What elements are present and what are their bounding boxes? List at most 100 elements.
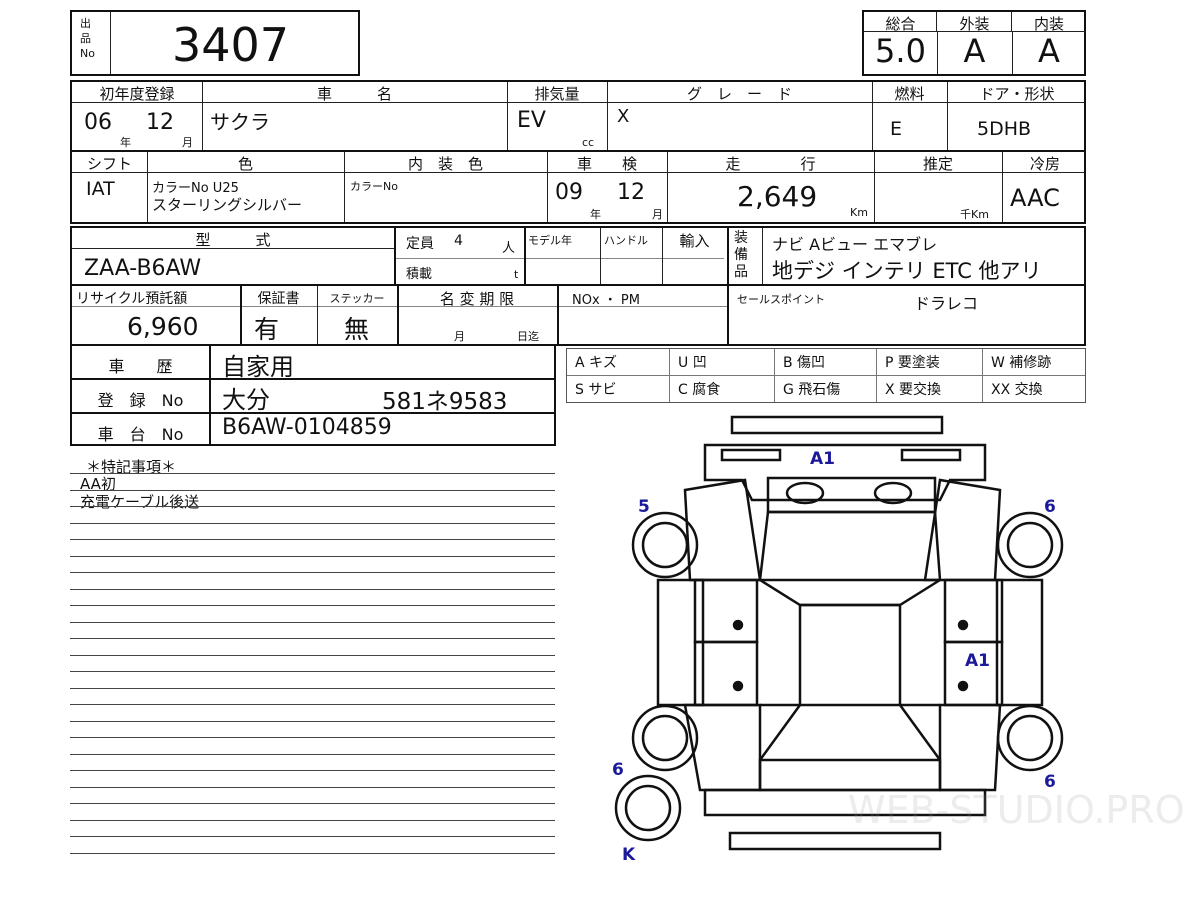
damage-mark: K <box>622 845 636 865</box>
legend-item: W 補修跡 <box>983 349 1085 376</box>
lot-number: 3407 <box>172 18 290 72</box>
history: 自家用 <box>222 353 294 381</box>
note-rule <box>70 621 555 623</box>
rear-door-left <box>693 640 759 707</box>
inspection-label: 車 検 <box>576 155 637 173</box>
headlight-left <box>720 448 782 462</box>
model-label: 型 式 <box>195 231 271 249</box>
quarter-right <box>938 703 1002 792</box>
row-recycle: リサイクル預託額 6,960 保証書 有 ステッカー 無 名 変 期 限 月 日… <box>70 286 1086 346</box>
legend-item: U 凹 <box>670 349 775 376</box>
score-box: 総合 外装 内装 5.0 A A <box>862 10 1086 76</box>
capacity-label: 定員 <box>406 236 434 252</box>
rear-gate <box>758 758 942 792</box>
reg-no: 581ネ9583 <box>382 389 508 415</box>
row-model: 型 式 ZAA-B6AW 定員 4 人 積載 t モデル年 ハンドル 輸入 装備… <box>70 226 1086 286</box>
thousand-km-unit: 千Km <box>960 208 989 221</box>
ac-label: 冷房 <box>1029 155 1060 173</box>
note-line: AA初 <box>80 475 116 493</box>
lot-label: 出品No <box>80 17 95 60</box>
legend-item: X 要交換 <box>877 376 983 402</box>
interior-color-label: 内 装 色 <box>407 155 483 173</box>
note-rule <box>70 753 555 755</box>
inspection-month: 12 <box>617 180 645 205</box>
exterior-label: 外装 <box>959 15 990 33</box>
watermark: WEB-STUDIO.PRO <box>848 788 1185 832</box>
reg-area: 大分 <box>222 386 270 414</box>
damage-mark: 6 <box>612 760 624 780</box>
row-vehicle: 初年度登録 車 名 排気量 グ レ ー ド 燃料 ドア・形状 06 年 12 月… <box>70 80 1086 152</box>
month-unit: 月 <box>182 136 193 149</box>
sticker: 無 <box>344 315 370 344</box>
note-rule <box>70 819 555 821</box>
name-label: 車 名 <box>316 85 392 103</box>
note-rule <box>70 588 555 590</box>
shift: IAT <box>86 178 115 200</box>
mileage: 2,649 <box>737 180 818 213</box>
note-rule <box>70 605 555 606</box>
cc-unit: cc <box>582 136 595 149</box>
legend-item: XX 交換 <box>991 382 1043 398</box>
legend-item: C 腐食 <box>670 376 775 402</box>
year-unit: 年 <box>590 208 601 221</box>
warranty: 有 <box>254 315 280 344</box>
note-rule <box>70 539 555 540</box>
capacity: 4 <box>454 233 463 249</box>
note-rule <box>70 720 555 722</box>
nox-label: NOx ・ PM <box>572 293 640 308</box>
ac: AAC <box>1010 184 1060 212</box>
note-rule <box>70 572 555 573</box>
note-rule <box>70 671 555 672</box>
rear-panel <box>703 788 987 817</box>
interior-label: 内装 <box>1033 15 1064 33</box>
front-panel <box>703 443 987 502</box>
overall-label: 総合 <box>885 15 916 33</box>
damage-mark: A1 <box>965 651 990 671</box>
month-unit: 月 <box>652 208 663 221</box>
damage-mark: A1 <box>810 449 835 469</box>
displacement-label: 排気量 <box>534 85 580 103</box>
note-rule <box>70 687 555 689</box>
car-name: サクラ <box>210 110 270 134</box>
reg-label: 初年度登録 <box>99 85 175 103</box>
note-rule <box>70 786 555 788</box>
recycle-label: リサイクル預託額 <box>76 291 188 307</box>
exterior-score: A <box>963 32 986 70</box>
handle-label: ハンドル <box>604 234 648 247</box>
front-bumper <box>730 415 944 435</box>
interior-color-no: カラーNo <box>350 180 398 193</box>
interior-score: A <box>1038 32 1060 70</box>
sales-point: ドラレコ <box>914 294 979 313</box>
reg-no-label: 登 録 No <box>97 391 184 410</box>
note-rule <box>70 489 555 491</box>
door-label: ドア・形状 <box>979 85 1055 103</box>
day-unit: 日迄 <box>517 330 539 343</box>
month-unit: 月 <box>454 330 465 343</box>
legend-item: S サビ <box>567 376 670 402</box>
km-unit: Km <box>850 206 868 219</box>
legend-item: B 傷凹 <box>775 349 877 376</box>
door-shape: 5DHB <box>977 118 1032 140</box>
history-label: 車 歴 <box>108 357 173 376</box>
person-unit: 人 <box>502 241 516 256</box>
lot-box: 出品No 3407 <box>70 10 360 76</box>
row-color: シフト 色 内 装 色 車 検 走 行 推定 冷房 IAT カラーNo U25 … <box>70 152 1086 224</box>
displacement: EV <box>517 108 546 133</box>
history-box: 車 歴 自家用 登 録 No 大分 581ネ9583 車 台 No B6AW-0… <box>70 346 556 446</box>
rear-bumper <box>728 831 942 851</box>
equipment-line2: 地デジ インテリ ETC 他アリ <box>772 259 1042 283</box>
note-rule <box>70 704 555 705</box>
note-rule <box>70 803 555 804</box>
load-label: 積載 <box>406 267 433 282</box>
roof <box>798 603 902 707</box>
note-rule <box>70 770 555 771</box>
front-door-left <box>693 578 759 644</box>
note-rule <box>70 836 555 837</box>
name-change-label: 名 変 期 限 <box>439 290 515 308</box>
ton-unit: t <box>514 268 519 281</box>
color-name: スターリングシルバー <box>152 196 303 214</box>
inspection-year: 09 <box>555 180 583 205</box>
note-rule <box>70 555 555 557</box>
